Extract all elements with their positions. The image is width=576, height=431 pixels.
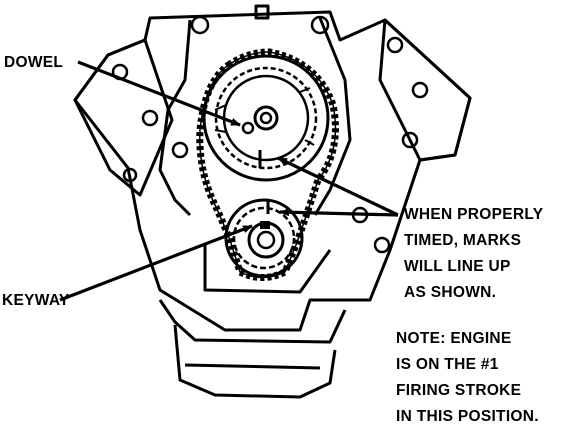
timing-chain (196, 48, 339, 281)
timing-line-1: WHEN PROPERLY (404, 206, 544, 223)
camshaft-sprocket (202, 54, 330, 182)
cam-mark-arrow (277, 156, 399, 217)
timing-line-3: WILL LINE UP (404, 258, 511, 275)
keyway-label: KEYWAY (2, 292, 70, 309)
keyway-slot (260, 221, 270, 229)
timing-callout: WHEN PROPERLY TIMED, MARKS WILL LINE UP … (404, 202, 543, 306)
timing-line-2: TIMED, MARKS (404, 232, 522, 249)
head-bolts (111, 15, 429, 254)
dowel-arrow (77, 60, 241, 127)
dowel-label: DOWEL (4, 54, 64, 71)
engine-block (73, 4, 472, 399)
crank-mark-arrow (279, 208, 399, 217)
note-line-3: FIRING STROKE (396, 382, 522, 399)
dowel-pin (241, 121, 255, 135)
callout-arrows (59, 60, 399, 302)
note-line-2: IS ON THE #1 (396, 356, 499, 373)
note-callout: NOTE: ENGINE IS ON THE #1 FIRING STROKE … (396, 326, 539, 430)
crankshaft-sprocket (224, 198, 304, 278)
timing-line-4: AS SHOWN. (404, 284, 497, 301)
keyway-arrow (59, 224, 253, 302)
note-line-1: NOTE: ENGINE (396, 330, 512, 347)
note-line-4: IN THIS POSITION. (396, 408, 539, 425)
